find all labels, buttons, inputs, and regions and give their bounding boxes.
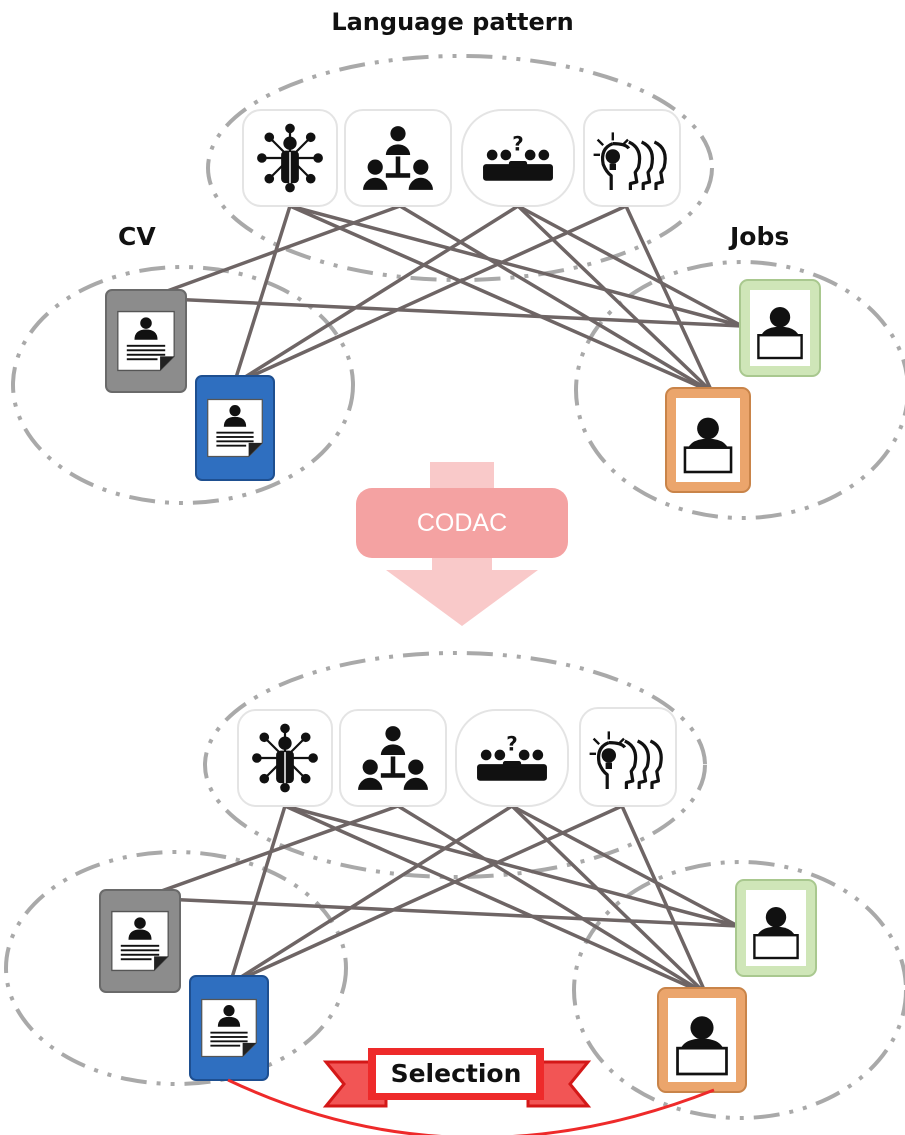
hierarchy-team-icon [339, 709, 447, 807]
jobs-label: Jobs [730, 222, 790, 251]
connection-lines-2 [140, 804, 740, 996]
language-pattern-icons [242, 109, 681, 207]
cv-document-gray-icon [99, 889, 181, 993]
jobs-ellipse [574, 260, 905, 520]
network-person-icon [237, 709, 333, 807]
idea-heads-icon [579, 707, 677, 807]
language-pattern-icons-2 [237, 707, 677, 807]
job-interview-orange-icon [665, 387, 751, 493]
codac-arrow [356, 462, 568, 626]
cv-ellipse [11, 265, 355, 505]
codac-label: CODAC [416, 509, 508, 537]
meeting-question-icon [455, 709, 569, 807]
cv-document-blue-icon [195, 375, 275, 481]
top-diagram [11, 54, 905, 520]
selection-ribbon [322, 1048, 592, 1108]
jobs-ellipse-2 [572, 860, 905, 1120]
job-interview-green-icon [735, 879, 817, 977]
cv-document-blue-icon [189, 975, 269, 1081]
job-interview-orange-icon [657, 987, 747, 1093]
selection-curve [227, 1078, 715, 1135]
job-interview-green-icon [739, 279, 821, 377]
language-pattern-label: Language pattern [331, 8, 574, 36]
language-pattern-ellipse-2 [203, 651, 707, 879]
selection-label: Selection [390, 1059, 522, 1088]
cv-document-gray-icon [105, 289, 187, 393]
cv-ellipse-2 [4, 850, 348, 1086]
hierarchy-team-icon [344, 109, 452, 207]
cv-label: CV [118, 222, 156, 251]
meeting-question-icon [461, 109, 575, 207]
bottom-diagram [4, 651, 905, 1135]
connection-lines [146, 204, 744, 394]
idea-heads-icon [583, 109, 681, 207]
network-person-icon [242, 109, 338, 207]
language-pattern-ellipse [206, 54, 714, 282]
